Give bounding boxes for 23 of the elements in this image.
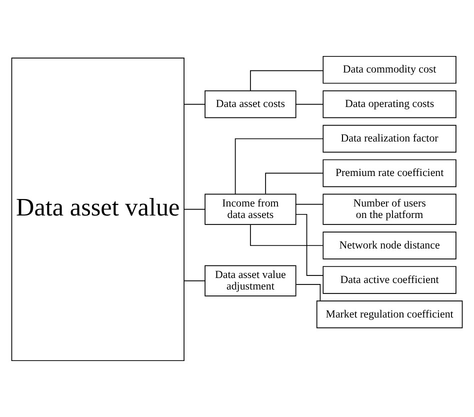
node-box: Number of users on the platform (322, 194, 456, 225)
connector (265, 172, 324, 194)
connector (184, 208, 206, 210)
node-box: Market regulation coefficient (316, 300, 463, 328)
connector (184, 104, 206, 105)
connector (296, 104, 324, 105)
node-box: Network node distance (322, 232, 456, 260)
connector (234, 138, 324, 194)
node-box: Data realization factor (322, 124, 456, 153)
node-box: Data asset costs (204, 90, 296, 118)
connector (250, 70, 324, 92)
node-box: Income from data assets (204, 194, 296, 225)
node-box: Data commodity cost (322, 56, 456, 84)
node-box: Data asset value (11, 58, 184, 362)
node-box: Premium rate coefficient (322, 159, 456, 188)
connector (250, 224, 324, 246)
node-box: Data operating costs (322, 90, 456, 118)
node-box: Data active coefficient (322, 266, 456, 294)
connector (296, 204, 324, 205)
connector (295, 214, 324, 276)
node-box: Data asset value adjustment (204, 265, 296, 296)
connector (184, 280, 206, 282)
connector (296, 284, 321, 302)
